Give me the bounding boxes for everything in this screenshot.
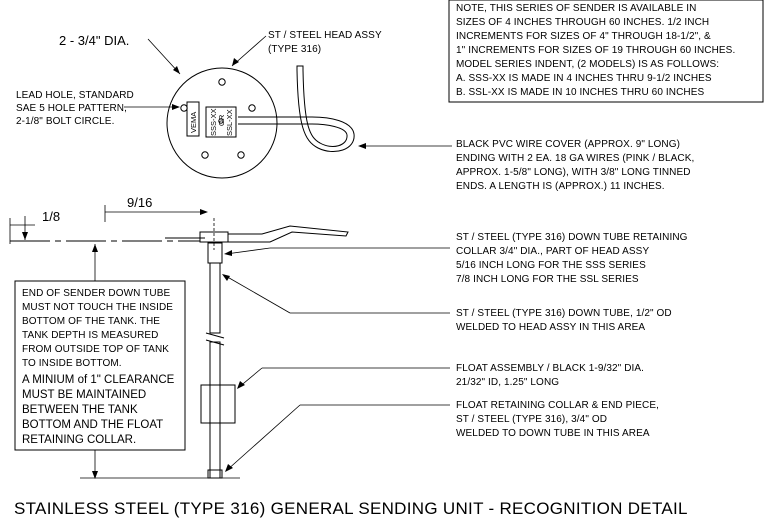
head-plate-circle xyxy=(166,67,278,179)
float-collar-label-line3: WELDED TO DOWN TUBE IN THIS AREA xyxy=(456,428,650,439)
lead-hole-arrowhead xyxy=(172,104,180,110)
dim-9-16-arrowhead xyxy=(200,209,208,215)
lead-hole-label-line2: SAE 5 HOLE PATTERN, xyxy=(16,103,127,114)
depth-dim-arrow-top xyxy=(92,244,98,252)
wire-ends xyxy=(296,65,304,70)
lead-hole-label-line3: 2-1/8" BOLT CIRCLE. xyxy=(16,116,114,127)
note-line7: B. SSL-XX IS MADE IN 10 INCHES THRU 60 I… xyxy=(456,87,704,98)
note-line2: SIZES OF 4 INCHES THROUGH 60 INCHES. 1/2… xyxy=(456,17,709,28)
clearance-note-line2: MUST BE MAINTAINED xyxy=(22,389,146,401)
wire-cover-arrowhead xyxy=(358,143,366,149)
tank-note-line5: FROM OUTSIDE TOP OF TANK xyxy=(22,344,169,355)
note-line4: 1" INCREMENTS FOR SIZES OF 19 THROUGH 60… xyxy=(456,45,735,56)
vema-logo-box xyxy=(186,101,200,137)
wire-cover-label-line2: ENDING WITH 2 EA. 18 GA WIRES (PINK / BL… xyxy=(456,153,694,164)
float-arrowhead xyxy=(237,381,245,389)
float-collar-label-line2: ST / STEEL (TYPE 316), 3/4" OD xyxy=(456,414,607,425)
tank-note-line6: TO INSIDE BOTTOM. xyxy=(22,358,122,369)
retaining-collar xyxy=(207,242,223,264)
diameter-arrowhead xyxy=(173,66,180,74)
tank-note-line2: MUST NOT TOUCH THE INSIDE xyxy=(22,302,173,313)
collar-label-line4: 7/8 INCH LONG FOR THE SSL SERIES xyxy=(456,274,639,285)
dim-1-8-arrowhead xyxy=(22,232,28,240)
head-assy-label-line1: ST / STEEL HEAD ASSY xyxy=(268,30,382,41)
bolt-hole xyxy=(237,151,245,159)
diameter-label: 2 - 3/4" DIA. xyxy=(59,33,129,48)
terminal-boss xyxy=(205,106,237,138)
clearance-note-line1: A MINIUM of 1" CLEARANCE xyxy=(22,374,175,386)
collar-label-line2: COLLAR 3/4" DIA., PART OF HEAD ASSY xyxy=(456,246,649,257)
lead-hole-label-line1: LEAD HOLE, STANDARD xyxy=(16,90,134,101)
tank-note-line1: END OF SENDER DOWN TUBE xyxy=(22,288,170,299)
float-assembly xyxy=(200,384,236,424)
note-box xyxy=(448,0,764,103)
clearance-note-line4: BOTTOM AND THE FLOAT xyxy=(22,419,163,431)
tube-arrowhead xyxy=(222,274,230,281)
bolt-hole xyxy=(218,78,226,86)
tube-break-top xyxy=(205,332,225,339)
clearance-note-line3: BETWEEN THE TANK xyxy=(22,404,138,416)
head-plate-top-view: VEMA SSS-XX OR SSL-XX xyxy=(166,65,355,179)
plate-or-mark: OR xyxy=(217,114,226,126)
note-line1: NOTE, THIS SERIES OF SENDER IS AVAILABLE… xyxy=(456,3,696,14)
diameter-leader xyxy=(147,38,181,75)
bolt-hole xyxy=(180,104,188,112)
note-line3: INCREMENTS FOR SIZES OF 4" THROUGH 18-1/… xyxy=(456,31,711,42)
float-collar-leader-d xyxy=(225,404,301,472)
plate-sss-mark: SSS-XX xyxy=(209,108,218,136)
collar-label-line1: ST / STEEL (TYPE 316) DOWN TUBE RETAININ… xyxy=(456,232,688,243)
plate-vema-mark: VEMA xyxy=(189,112,198,133)
bolt-hole xyxy=(248,104,256,112)
wire-cover-outer xyxy=(238,69,355,152)
wire-cover-label-line4: ENDS. A LENGTH IS (APPROX.) 11 INCHES. xyxy=(456,181,665,192)
float-collar-arrowhead xyxy=(225,464,233,472)
note-line5: MODEL SERIES INDENT, (2 MODELS) IS AS FO… xyxy=(456,59,719,70)
terminal-stud xyxy=(218,118,224,124)
head-assy-arrowhead xyxy=(232,58,239,66)
down-tube-lower xyxy=(209,341,221,479)
wire-cover-side xyxy=(228,225,349,243)
tank-note-line4: TANK DEPTH IS MEASURED xyxy=(22,330,158,341)
tank-note-line3: BOTTOM OF THE TANK. THE xyxy=(22,316,160,327)
float-label-line1: FLOAT ASSEMBLY / BLACK 1-9/32" DIA. xyxy=(456,363,644,374)
head-flange xyxy=(199,231,229,243)
plate-ssl-mark: SSL-XX xyxy=(225,109,234,136)
wire-cover-inner xyxy=(238,69,348,147)
tube-label-line2: WELDED TO HEAD ASSY IN THIS AREA xyxy=(456,322,645,333)
dim-9-16-label: 9/16 xyxy=(127,195,152,210)
float-label-line2: 21/32" ID, 1.25" LONG xyxy=(456,377,559,388)
wire-cover-label-line1: BLACK PVC WIRE COVER (APPROX. 9" LONG) xyxy=(456,139,680,150)
float-collar-label-line1: FLOAT RETAINING COLLAR & END PIECE, xyxy=(456,400,659,411)
tube-leader-d xyxy=(223,274,291,314)
tank-note-box xyxy=(14,280,186,451)
head-assy-label-line2: (TYPE 316) xyxy=(268,44,321,55)
bolt-hole xyxy=(201,151,209,159)
down-tube-upper xyxy=(209,262,221,334)
collar-arrowhead xyxy=(224,250,232,256)
depth-dim-arrow-bottom xyxy=(92,471,98,479)
drawing-title: STAINLESS STEEL (TYPE 316) GENERAL SENDI… xyxy=(14,499,688,518)
collar-leader-d xyxy=(225,247,271,255)
note-line6: A. SSS-XX IS MADE IN 4 INCHES THRU 9-1/2… xyxy=(456,73,712,84)
clearance-note-line5: RETAINING COLLAR. xyxy=(22,434,136,446)
collar-label-line3: 5/16 INCH LONG FOR THE SSS SERIES xyxy=(456,260,646,271)
tube-label-line1: ST / STEEL (TYPE 316) DOWN TUBE, 1/2" OD xyxy=(456,308,672,319)
dim-1-8-label: 1/8 xyxy=(42,209,60,224)
wire-cover-label-line3: APPROX. 1-5/8" LONG), WITH 3/8" LONG TIN… xyxy=(456,167,691,178)
